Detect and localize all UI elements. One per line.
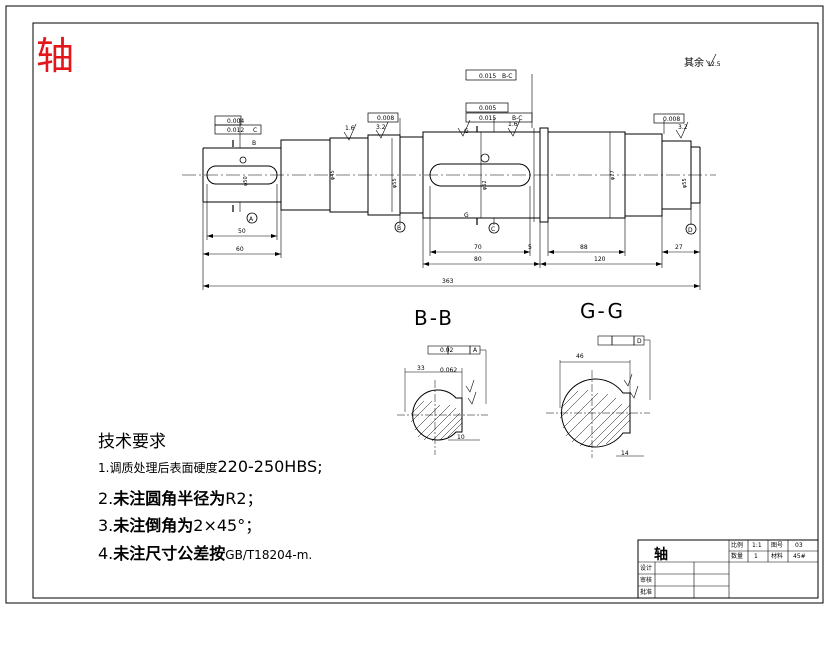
req2-cn: 未注圆角半径为: [113, 489, 226, 508]
section-label-bb: B-B: [414, 306, 454, 330]
marker-d: D: [688, 227, 693, 234]
dim-120: 120: [594, 256, 606, 263]
gg-dim-46: 46: [576, 353, 584, 360]
req4-lat: GB/T18204-m.: [225, 548, 313, 562]
bb-dim-tol: 0.062: [440, 367, 457, 374]
req4-cn: 未注尺寸公差按: [113, 544, 226, 563]
requirement-1: 1.调质处理后表面硬度220-250HBS;: [98, 457, 323, 476]
dia-left: φ50: [243, 176, 249, 186]
gg-dim-14: 14: [621, 450, 629, 457]
diameter-texts: φ50 φ45 φ55 φ62 φ77 φ55: [243, 170, 688, 190]
section-bb: [397, 345, 488, 455]
tb-draw-label: 设计: [640, 565, 653, 572]
req2-num: 2.: [98, 489, 114, 508]
requirement-2: 2.未注圆角半径为R2；: [98, 485, 263, 509]
tb-fig-value: 03: [795, 542, 803, 549]
tol-center-1: 0.005: [479, 105, 496, 112]
dimension-lines: [202, 74, 701, 290]
roughness-32-b: 3.2: [678, 124, 688, 131]
shaft-outline: [202, 127, 701, 223]
bb-dim-33: 33: [417, 365, 425, 372]
dim-70: 70: [474, 244, 482, 251]
gg-hatch: [559, 389, 631, 448]
req3-cn: 未注倒角为: [113, 516, 194, 535]
title-block-name: 轴: [654, 547, 668, 563]
tol-center-2: 0.015: [479, 115, 496, 122]
tb-mat-label: 材料: [771, 553, 784, 560]
section-markers: [232, 126, 478, 225]
tb-scale-value: 1:1: [752, 542, 762, 549]
marker-g-top: G: [464, 128, 469, 135]
section-gg: [546, 335, 651, 458]
tol-right: 0.008: [663, 116, 680, 123]
tb-qty-label: 数量: [731, 553, 744, 560]
marker-g-bottom: G: [464, 212, 469, 219]
roughness-32-a: 3.2: [376, 124, 386, 131]
dim-363: 363: [442, 278, 454, 285]
datum-circles: [239, 153, 697, 235]
dia-45: φ45: [330, 170, 336, 180]
dia-mid: φ55: [392, 178, 398, 188]
marker-a: A: [249, 216, 254, 223]
tol-left-2: 0.012: [227, 127, 244, 134]
marker-b2: B: [397, 225, 401, 232]
dim-60: 60: [236, 246, 244, 253]
drawing-title: 轴: [36, 34, 75, 78]
tb-scale-label: 比例: [731, 542, 744, 549]
req3-num: 3.: [98, 516, 114, 535]
requirement-4: 4.未注尺寸公差按GB/T18204-m.: [98, 540, 312, 564]
tol-center-datum: B-C: [512, 115, 522, 122]
inner-border: [32, 22, 819, 599]
marker-c: C: [491, 226, 495, 233]
gg-datum: D: [637, 338, 642, 345]
dim-5: 5: [528, 244, 532, 251]
dim-80: 80: [474, 256, 482, 263]
dim-88: 88: [580, 244, 588, 251]
tb-qty-value: 1: [754, 553, 758, 560]
rest-note-text: 其余: [684, 58, 704, 69]
req2-lat: R2；: [225, 489, 263, 508]
dimension-texts: 50 60 70 80 88 120 27 363 5 1.6 3.2 1.6 …: [227, 73, 693, 457]
tech-requirements-heading: 技术要求: [98, 432, 166, 452]
dim-50: 50: [238, 228, 246, 235]
rest-roughness-note: 其余 12.5: [684, 54, 721, 69]
section-label-gg: G-G: [580, 299, 625, 323]
outer-border: [5, 5, 824, 604]
rest-note-value: 12.5: [707, 61, 721, 68]
bb-dim-10: 10: [457, 434, 465, 441]
dia-77: φ77: [610, 170, 616, 180]
dia-center: φ62: [482, 180, 488, 190]
dim-27: 27: [675, 244, 683, 251]
req3-lat: 2×45°；: [193, 516, 262, 535]
title-block: [637, 539, 819, 599]
requirement-3: 3.未注倒角为2×45°；: [98, 512, 261, 536]
req1-cn: 1.调质处理后表面硬度: [98, 461, 218, 475]
tol-top-datum: B-C: [502, 73, 512, 80]
dia-right: φ55: [682, 178, 688, 188]
bb-sym: 0.02: [440, 347, 454, 354]
tol-left-datum: C: [253, 127, 257, 134]
tb-approve-label: 批准: [640, 589, 653, 596]
tb-mat-value: 45#: [793, 553, 806, 560]
req4-num: 4.: [98, 544, 114, 563]
roughness-16-b: 1.6: [508, 121, 518, 128]
tol-left-1: 0.004: [227, 118, 244, 125]
roughness-marks: [343, 53, 717, 141]
tol-mid: 0.008: [377, 115, 394, 122]
roughness-16-a: 1.6: [345, 125, 355, 132]
req1-lat: 220-250HBS;: [217, 457, 323, 476]
tb-check-label: 审核: [640, 577, 653, 584]
bb-datum: A: [473, 347, 478, 354]
tolerance-frames: [214, 69, 685, 135]
marker-b: B: [252, 140, 256, 147]
tb-fig-label: 图号: [771, 542, 784, 549]
dimension-arrows: [203, 234, 700, 288]
tol-top: 0.015: [479, 73, 496, 80]
bb-hatch: [410, 400, 463, 442]
